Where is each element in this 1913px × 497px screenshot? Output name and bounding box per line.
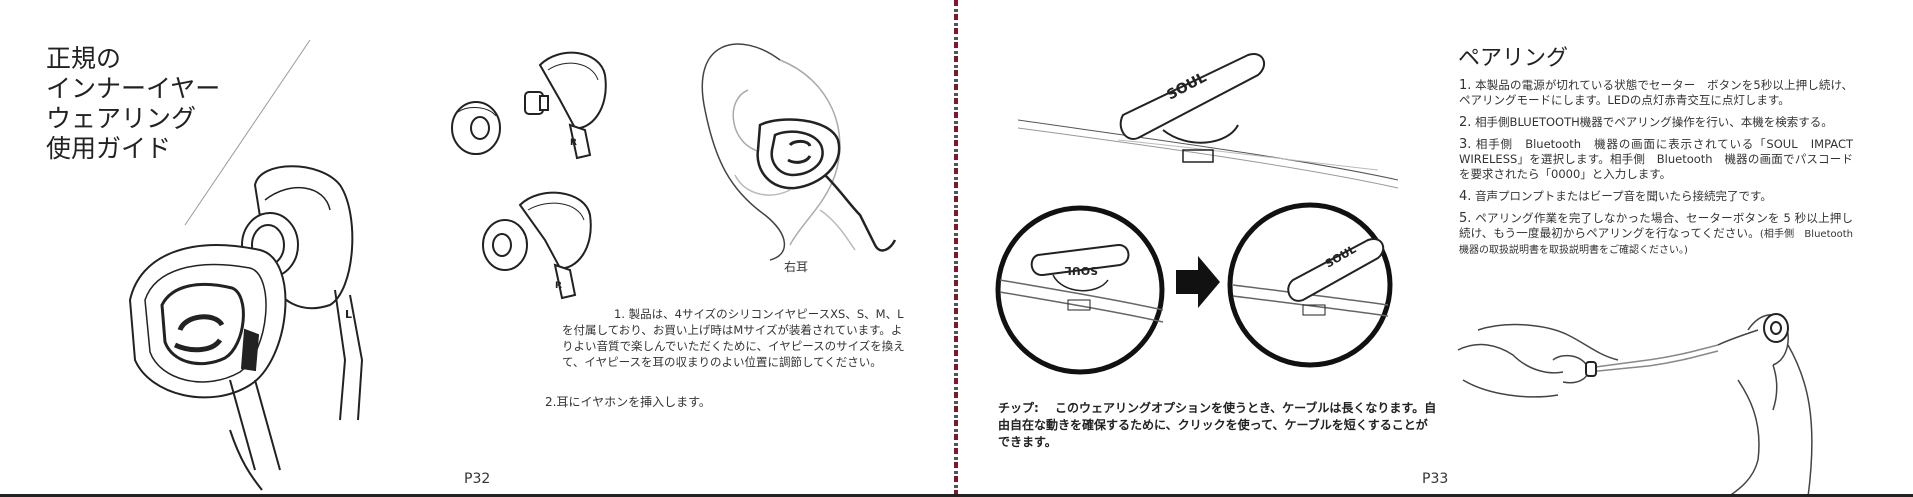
hands-earbud-drawing (1585, 313, 1789, 377)
earbud-bottom-drawing (482, 191, 592, 300)
step-5: 5. ペアリング作業を完了しなかった場合、セーターボタンを 5 秒以上押し続け、… (1459, 211, 1853, 258)
left-circle-clip-brand: SOUL (1065, 264, 1098, 277)
arrow-right-icon (1176, 256, 1220, 308)
earbud-part-label-bottom: R (555, 281, 562, 291)
step-5-number: 5. (1459, 211, 1472, 226)
clip-detail-circle-left (995, 205, 1165, 375)
earbud-side-label: L (345, 308, 352, 321)
step-1: 1. 本製品の電源が切れている状態でセーター ボタンを5秒以上押し続け、ペアリン… (1459, 78, 1853, 108)
main-earbud-drawing (128, 165, 364, 491)
pairing-steps: 1. 本製品の電源が切れている状態でセーター ボタンを5秒以上押し続け、ペアリン… (1459, 78, 1853, 265)
step-3-number: 3. (1459, 137, 1472, 152)
step-4-number: 4. (1459, 189, 1472, 204)
hands-drawing (1457, 314, 1813, 497)
ear-drawing (701, 43, 856, 261)
earbud-part-label-top: R (570, 138, 577, 148)
right-ear-caption: 右耳 (784, 260, 809, 274)
step-1-number: 1. (1459, 78, 1472, 93)
step-4: 4. 音声プロンプトまたはビープ音を聞いたら接続完了です。 (1459, 189, 1853, 204)
decor-line (184, 39, 311, 226)
step-3: 3. 相手側 Bluetooth 機器の画面に表示されている「SOUL IMPA… (1459, 137, 1853, 182)
step-2: 2. 相手側BLUETOOTH機器でペアリング操作を行い、本機を検索する。 (1459, 115, 1853, 130)
page-number-right: P33 (1422, 471, 1449, 487)
bottom-rule (0, 494, 1913, 497)
page-number-left: P32 (464, 471, 491, 487)
step-1-text: 本製品の電源が切れている状態でセーター ボタンを5秒以上押し続け、ペアリングモー… (1459, 78, 1853, 107)
clip-detail-circle-right (1227, 202, 1393, 368)
ear-earbud-drawing (756, 118, 897, 252)
step-5-small-note: (相手側 Bluetooth 機器の取扱説明書を取扱説明書をご確認ください。) (1459, 229, 1853, 256)
page-divider (954, 0, 958, 497)
clip-cable-drawing (1017, 119, 1399, 189)
right-page: SOUL SOUL SOUL (958, 0, 1913, 497)
pairing-title: ペアリング (1458, 46, 1569, 71)
earphone-illustrations: L R R (128, 39, 897, 491)
note-1: 1. 製品は、4サイズのシリコンイヤピースXS、S、M、Lを付属しており、お買い… (562, 307, 905, 369)
pairing-illustrations: SOUL SOUL SOUL (995, 53, 1813, 497)
earbud-top-drawing (524, 51, 607, 160)
step-4-text: 音声プロンプトまたはビープ音を聞いたら接続完了です。 (1475, 189, 1772, 203)
step-5-text: ペアリング作業を完了しなかった場合、セーターボタンを 5 秒以上押し続け、もう一… (1459, 211, 1854, 240)
left-page: L R R (0, 0, 954, 497)
step-3-text: 相手側 Bluetooth 機器の画面に表示されている「SOUL IMPACT … (1459, 137, 1853, 181)
note-2: 2.耳にイヤホンを挿入します。 (545, 395, 711, 409)
guide-title: 正規の インナーイヤー ウェアリング 使用ガイド (46, 44, 221, 163)
step-2-text: 相手側BLUETOOTH機器でペアリング操作を行い、本機を検索する。 (1475, 115, 1833, 129)
tip-text: チップ: このウェアリングオプションを使うとき、ケーブルは長くなります。自由自在… (998, 401, 1437, 449)
top-clip-drawing (1119, 53, 1266, 163)
step-2-number: 2. (1459, 115, 1472, 130)
eartip-drawing (451, 101, 501, 155)
